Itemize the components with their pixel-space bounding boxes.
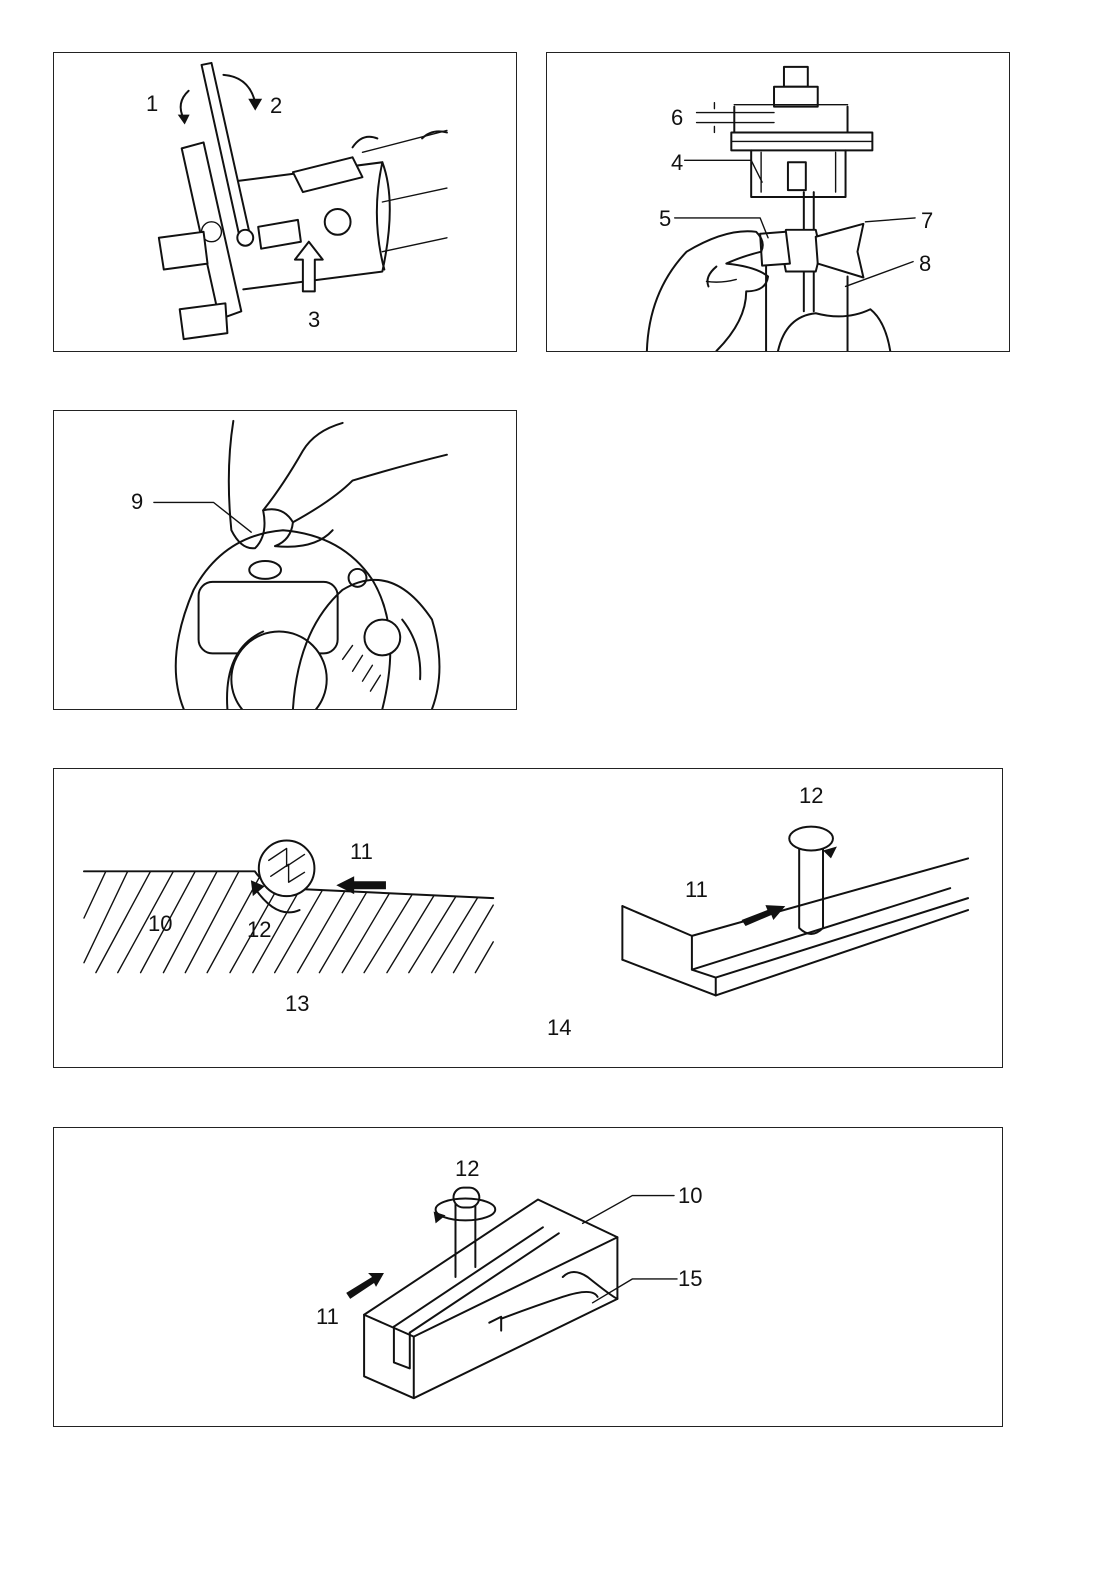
- figure-4-illustration: [54, 769, 1002, 1067]
- figure-3-shaft-lock: 9: [53, 410, 517, 710]
- label-4: 4: [671, 152, 683, 174]
- figure-3-illustration: [54, 411, 516, 709]
- figure-5-illustration: [54, 1128, 1002, 1426]
- label-12-right: 12: [799, 785, 823, 807]
- label-2: 2: [270, 95, 282, 117]
- figure-4-feed-direction: 11 10 12 13 12 11 14: [53, 768, 1003, 1068]
- label-7: 7: [921, 210, 933, 232]
- label-3: 3: [308, 309, 320, 331]
- label-13: 13: [285, 993, 309, 1015]
- figure-5-guide-routing: 12 10 15 11: [53, 1127, 1003, 1427]
- label-12-left: 12: [247, 919, 271, 941]
- label-11-left: 11: [350, 841, 373, 863]
- label-1: 1: [146, 93, 158, 115]
- label-12: 12: [455, 1158, 479, 1180]
- figure-2-depth-adjustment: 6 4 5 7 8: [546, 52, 1010, 352]
- label-15: 15: [678, 1268, 702, 1290]
- label-11-right: 11: [685, 879, 708, 901]
- label-14: 14: [547, 1017, 571, 1039]
- label-6: 6: [671, 107, 683, 129]
- label-8: 8: [919, 253, 931, 275]
- label-9: 9: [131, 491, 143, 513]
- label-11: 11: [316, 1306, 339, 1328]
- label-5: 5: [659, 208, 671, 230]
- figure-2-illustration: [547, 53, 1009, 351]
- figure-1-illustration: [54, 53, 516, 351]
- label-10: 10: [148, 913, 172, 935]
- label-10: 10: [678, 1185, 702, 1207]
- figure-1-collet-wrench: 1 2 3: [53, 52, 517, 352]
